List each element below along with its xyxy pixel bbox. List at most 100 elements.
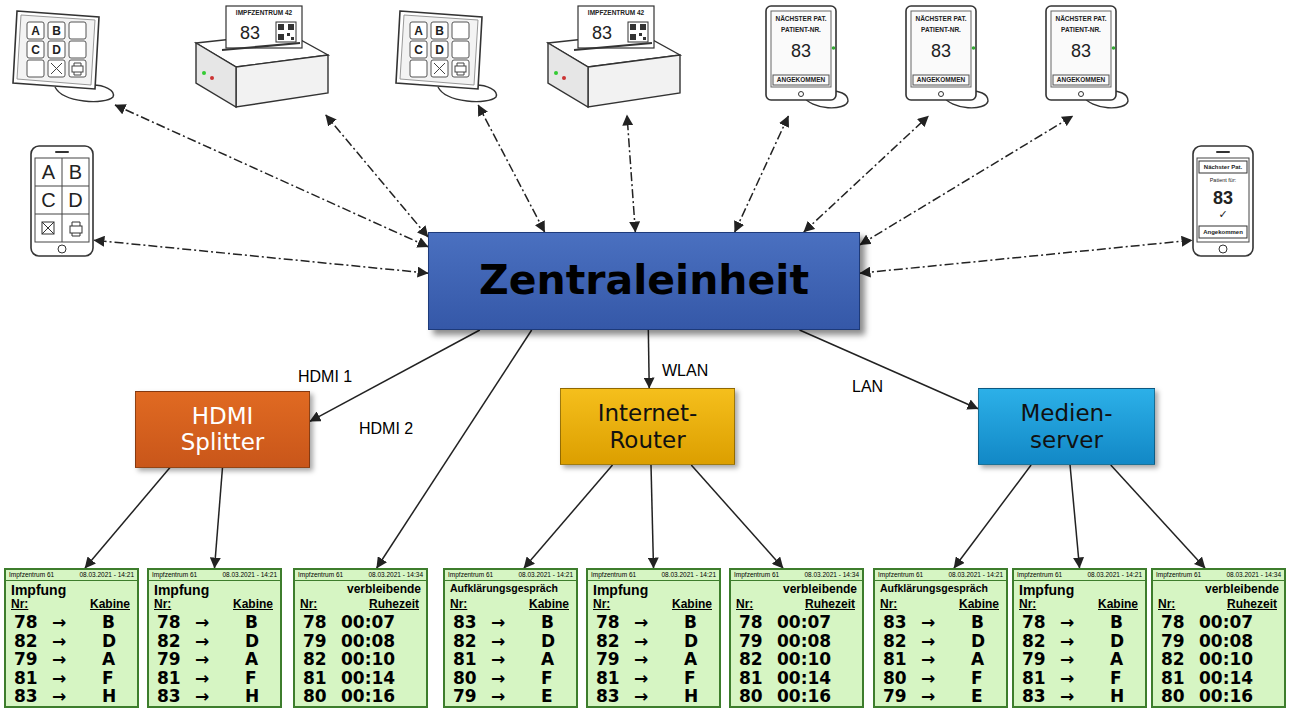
device-label: 83 [240,24,260,42]
screen-text: B [971,613,984,631]
screen-text: → [634,669,648,687]
screen-text: 80 [453,669,477,687]
sketch-part [548,43,588,107]
screen-text: 81 [883,650,907,668]
sketch-part [13,11,99,89]
sketch-part [17,15,95,85]
screen-text: 08.03.2021 - 14:21 [518,572,573,579]
keypad-terminal: ABCD [5,5,115,105]
sketch-part [574,43,652,50]
screen-text: → [491,669,505,687]
header-rule [295,580,426,581]
screen-text: 82 [883,632,907,650]
screen-text: Kabine [959,598,999,610]
screen-text: 80 [883,669,907,687]
sketch-part [455,66,466,72]
screen-text: Impfung [1019,583,1074,597]
screen-text: Nr: [1158,598,1175,610]
device-sketch [188,3,333,115]
sketch-part [431,41,448,58]
screen-text: 82 [596,632,620,650]
sketch-part [410,60,427,77]
screen-text: Nr: [880,598,897,610]
screen-text: → [634,613,648,631]
sketch-part [913,75,969,85]
device-label: D [52,44,61,56]
screen-text: 83 [1022,687,1046,705]
sketch-part [771,11,831,87]
screen-text: 00:10 [777,650,831,668]
keypad-terminal: ABCD [388,5,498,105]
screen-text: Impfzentrum 61 [448,572,493,579]
sketch-part [640,24,646,30]
device-label: C [31,44,40,56]
header-rule [1014,580,1145,581]
sketch-part [69,22,86,39]
sketch-part [27,60,44,77]
device-label: Nächster Pat. [1204,164,1242,170]
sketch-part [766,6,836,100]
sketch-part [639,33,642,36]
screen-text: 08.03.2021 - 14:34 [804,572,859,579]
screen-text: 81 [739,669,763,687]
dashdot-link [860,240,1192,273]
device-label: 83 [931,42,951,60]
sketch-part [70,226,82,233]
ticket-printer: IMPFZENTRUM 42 83 [188,3,333,115]
device-label: PATIENT-NR. [781,27,821,34]
screen-text: A [102,650,115,668]
display-screen: Impfzentrum 6108.03.2021 - 14:21ImpfungN… [1012,568,1147,708]
screen-text: 83 [453,613,477,631]
call-tablet: NÄCHSTER PAT.PATIENT-NR.83ANGEKOMMEN [902,3,990,116]
screen-text: Nr: [300,598,317,610]
screen-text: H [102,687,116,705]
display-screen: Impfzentrum 6108.03.2021 - 14:21ImpfungN… [586,568,721,708]
splitter-box: HDMI Splitter [135,391,310,468]
sketch-part [773,75,829,85]
screen-text: E [541,687,553,705]
sketch-part [628,22,648,42]
screen-text: Nr: [736,598,753,610]
device-label: ANGEKOMMEN [1057,77,1105,84]
screen-text: 08.03.2021 - 14:21 [661,572,716,579]
screen-text: 82 [14,632,38,650]
sketch-part [74,63,81,75]
screen-text: Kabine [529,598,569,610]
device-label: C [414,44,423,56]
screen-text: Ruhezeit [805,598,855,610]
screen-text: 08.03.2021 - 14:21 [79,572,134,579]
dashdot-link [326,115,428,237]
media-server-box: Medien-server [978,388,1155,465]
sketch-part [578,6,654,48]
sketch-part [1079,92,1084,97]
screen-text: Impfung [154,583,209,597]
signal-arrow [215,468,223,569]
dashdot-link [860,116,1073,245]
screen-text: 79 [1161,632,1185,650]
device-label: IMPFZENTRUM 42 [236,10,292,17]
box-label: HDMI Splitter [148,403,298,456]
dashdot-link [627,115,635,232]
screen-text: Ruhezeit [369,598,419,610]
screen-text: 00:16 [341,687,395,705]
device-label: C [41,190,55,210]
screen-text: 08.03.2021 - 14:21 [948,572,1003,579]
sketch-part [431,22,448,39]
sketch-part [278,34,284,40]
screen-text: Aufklärungsgespräch [880,583,988,594]
sketch-part [630,24,636,30]
screen-text: → [1060,650,1074,668]
sketch-part [42,222,54,234]
screen-text: 80 [1161,687,1185,705]
device-label: PATIENT-NR. [921,27,961,34]
device-label: PATIENT-NR. [1061,27,1101,34]
screen-text: Kabine [233,598,273,610]
device-label: 83 [1071,42,1091,60]
screen-text: Impfzentrum 61 [591,572,636,579]
signal-arrow [691,465,783,568]
ticket-printer: IMPFZENTRUM 4283 [540,3,685,115]
display-screen: Impfzentrum 6108.03.2021 - 14:34verbleib… [293,568,428,708]
device-label: ANGEKOMMEN [777,77,825,84]
screen-text: → [52,687,66,705]
screen-text: 81 [157,669,181,687]
